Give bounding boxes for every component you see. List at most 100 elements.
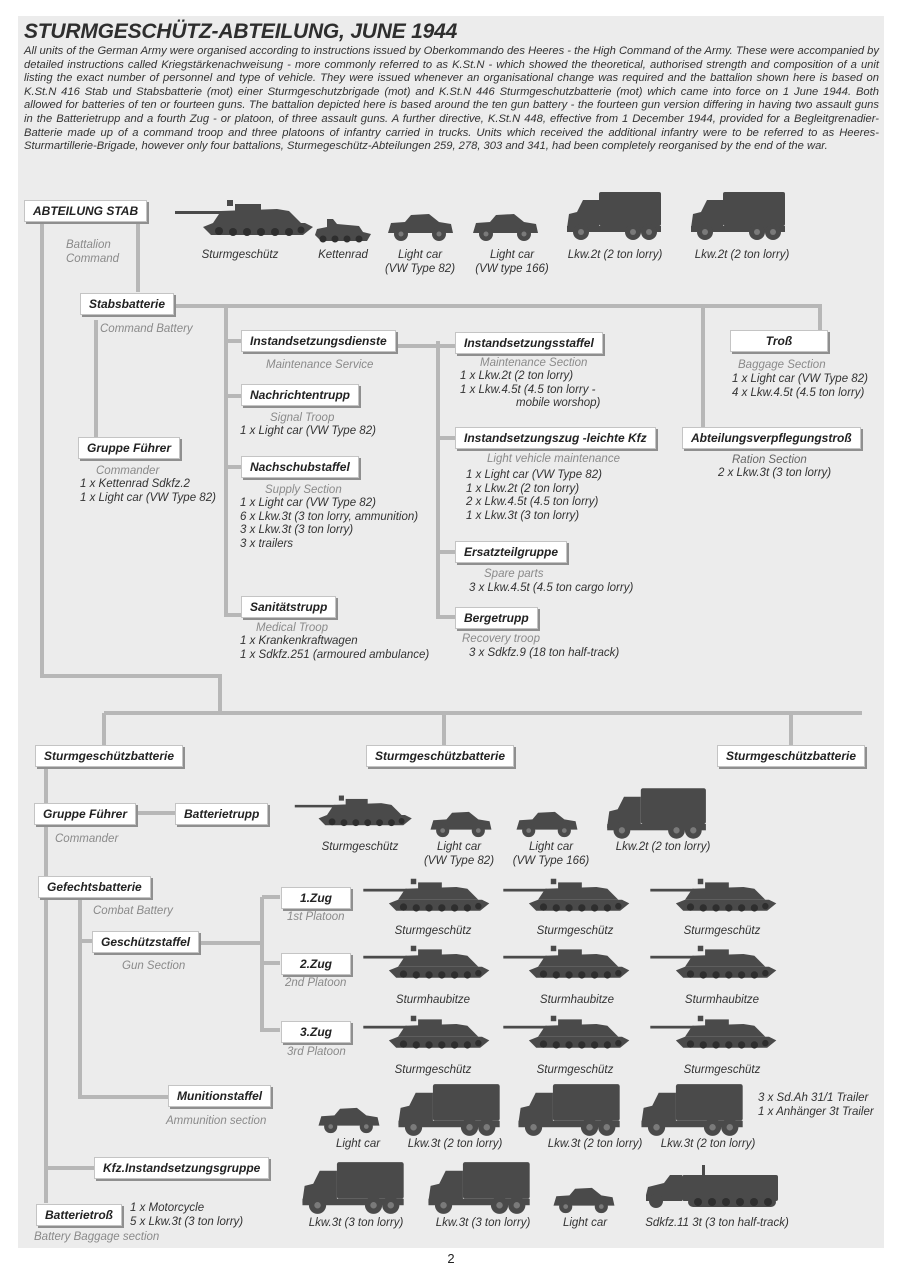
vehicle-caption: Sturmhaubitze (395, 994, 471, 1006)
unit-zug-1-subtitle: 1st Platoon (287, 911, 345, 923)
unit-nachschubstaffel[interactable]: Nachschubstaffel (241, 456, 359, 478)
vehicle-caption: Lkw.2t (2 ton lorry) (694, 249, 790, 261)
vehicle-caption: Sturmgeschütz (683, 1064, 761, 1076)
unit-zug-2[interactable]: 2.Zug (281, 953, 351, 975)
unit-tross-details: 1 x Light car (VW Type 82) 4 x Lkw.4.5t … (732, 373, 868, 399)
vehicle-caption: Light car(VW Type 166) (512, 841, 590, 867)
unit-instandsetzungszug-subtitle: Light vehicle maintenance (487, 453, 620, 465)
page-title: STURMGESCHÜTZ-ABTEILUNG, JUNE 1944 (24, 20, 458, 43)
vehicle-caption: Light car(VW Type 82) (384, 249, 456, 275)
unit-bergetrupp[interactable]: Bergetrupp (455, 607, 538, 629)
unit-sanitaetstrupp-subtitle: Medical Troop (256, 622, 329, 634)
stug-silhouette-icon (503, 1015, 630, 1049)
car-silhouette-icon (553, 1187, 615, 1214)
ketten-silhouette-icon (315, 219, 371, 243)
truck-silhouette-icon (641, 1084, 743, 1136)
vehicle-caption: Lkw.3t (2 ton lorry) (547, 1138, 643, 1150)
unit-ersatzteilgruppe-subtitle: Spare parts (484, 568, 544, 580)
unit-geschuetzstaffel[interactable]: Geschützstaffel (92, 931, 200, 953)
truck-silhouette-icon (607, 788, 706, 839)
vehicle-caption: Sturmgeschütz (394, 1064, 472, 1076)
unit-batterietrupp[interactable]: Batterietrupp (175, 803, 269, 825)
unit-instandsetzungszug[interactable]: Instandsetzungszug -leichte Kfz (455, 427, 656, 449)
vehicle-caption: Lkw.3t (3 ton lorry) (435, 1217, 531, 1229)
unit-batterietross-subtitle: Battery Baggage section (34, 1231, 160, 1243)
connector (40, 222, 222, 713)
unit-kfz-instandsetzungsgruppe[interactable]: Kfz.Instandsetzungsgruppe (94, 1157, 270, 1179)
stug-silhouette-icon (650, 878, 777, 912)
unit-sanitaetstrupp[interactable]: Sanitätstrupp (241, 596, 337, 618)
unit-nachrichtentrupp-subtitle: Signal Troop (270, 412, 335, 424)
unit-battery-gruppe-fuehrer[interactable]: Gruppe Führer (34, 803, 137, 825)
unit-batterietross[interactable]: Batterietroß (36, 1204, 123, 1226)
unit-verpflegungstross-subtitle: Ration Section (732, 454, 807, 466)
unit-nachschubstaffel-subtitle: Supply Section (265, 484, 342, 496)
unit-battery-gruppe-fuehrer-subtitle: Commander (55, 833, 119, 845)
unit-ersatzteilgruppe[interactable]: Ersatzteilgruppe (455, 541, 568, 563)
connector (224, 306, 242, 617)
unit-instandsetzungszug-details: 1 x Light car (VW Type 82) 1 x Lkw.2t (2… (466, 469, 602, 522)
unit-geschuetzstaffel-subtitle: Gun Section (122, 960, 186, 972)
unit-gruppe-fuehrer-subtitle: Commander (96, 465, 160, 477)
truck-silhouette-icon (302, 1162, 404, 1214)
unit-zug-1[interactable]: 1.Zug (281, 887, 351, 909)
vehicle-caption: Light car(VW Type 82) (423, 841, 495, 867)
unit-sturmgeschuetzbatterie-2[interactable]: Sturmgeschützbatterie (366, 745, 515, 767)
unit-instandsetzungsdienste-subtitle: Maintenance Service (266, 359, 374, 371)
stug-silhouette-icon (294, 795, 412, 827)
vehicle-caption: Light car (335, 1138, 381, 1150)
unit-nachschubstaffel-details: 1 x Light car (VW Type 82) 6 x Lkw.3t (3… (240, 497, 419, 550)
vehicle-caption: Light car(VW type 166) (475, 249, 549, 275)
vehicle-caption: Sturmhaubitze (539, 994, 615, 1006)
unit-instandsetzungsdienste[interactable]: Instandsetzungsdienste (241, 330, 396, 352)
truck-silhouette-icon (567, 192, 661, 240)
unit-zug-3[interactable]: 3.Zug (281, 1021, 351, 1043)
stug-silhouette-icon (363, 878, 490, 912)
unit-stabsbatterie[interactable]: Stabsbatterie (80, 293, 175, 315)
unit-instandsetzungsstaffel[interactable]: Instandsetzungsstaffel (455, 332, 603, 354)
unit-verpflegungstross-details: 2 x Lkw.3t (3 ton lorry) (718, 467, 832, 479)
car-silhouette-icon (516, 811, 578, 838)
unit-sturmgeschuetzbatterie-1[interactable]: Sturmgeschützbatterie (35, 745, 184, 767)
vehicle-caption: Light car (562, 1217, 608, 1229)
vehicle-caption: Sdkfz.11 3t (3 ton half-track) (645, 1217, 789, 1229)
unit-munitionsstaffel[interactable]: Munitionstaffel (168, 1085, 272, 1107)
connector (260, 897, 280, 1032)
stug-silhouette-icon (363, 1015, 490, 1049)
vehicle-caption: Sturmgeschütz (683, 925, 761, 937)
unit-zug-3-subtitle: 3rd Platoon (287, 1046, 346, 1058)
unit-ersatzteilgruppe-details: 3 x Lkw.4.5t (4.5 ton cargo lorry) (469, 582, 634, 594)
vehicle-caption: Kettenrad (318, 249, 368, 261)
vehicle-caption: Sturmgeschütz (321, 841, 399, 853)
vehicle-caption: Lkw.2t (2 ton lorry) (567, 249, 663, 261)
unit-verpflegungstross[interactable]: Abteilungsverpflegungstroß (682, 427, 861, 449)
stug-silhouette-icon (503, 878, 630, 912)
unit-munitionsstaffel-subtitle: Ammunition section (166, 1115, 267, 1127)
unit-gruppe-fuehrer-details: 1 x Kettenrad Sdkfz.2 1 x Light car (VW … (80, 478, 216, 504)
unit-gruppe-fuehrer[interactable]: Gruppe Führer (78, 437, 181, 459)
unit-gefechtsbatterie[interactable]: Gefechtsbatterie (38, 876, 151, 898)
stug-silhouette-icon (503, 945, 630, 979)
truck-silhouette-icon (518, 1084, 620, 1136)
vehicle-caption: Lkw.3t (2 ton lorry) (407, 1138, 503, 1150)
truck-silhouette-icon (428, 1162, 530, 1214)
truck-silhouette-icon (691, 192, 785, 240)
unit-nachrichtentrupp[interactable]: Nachrichtentrupp (241, 384, 360, 406)
unit-instandsetzungsstaffel-details: 1 x Lkw.2t (2 ton lorry) 1 x Lkw.4.5t (4… (460, 370, 601, 410)
unit-nachrichtentrupp-details: 1 x Light car (VW Type 82) (240, 425, 376, 437)
unit-munitionsstaffel-details: 3 x Sd.Ah 31/1 Trailer 1 x Anhänger 3t T… (758, 1092, 874, 1118)
vehicle-caption: Sturmhaubitze (684, 994, 760, 1006)
car-silhouette-icon (388, 214, 453, 241)
halftrack-silhouette-icon (646, 1165, 778, 1208)
vehicle-caption: Sturmgeschütz (394, 925, 472, 937)
unit-sturmgeschuetzbatterie-3[interactable]: Sturmgeschützbatterie (717, 745, 866, 767)
car-silhouette-icon (430, 811, 492, 838)
intro-paragraph: All units of the German Army were organi… (24, 45, 879, 153)
unit-tross[interactable]: Troß (730, 330, 828, 352)
connector (78, 899, 168, 1099)
unit-sanitaetstrupp-details: 1 x Krankenkraftwagen 1 x Sdkfz.251 (arm… (240, 635, 430, 661)
connector (436, 341, 456, 619)
unit-abteilung-stab[interactable]: ABTEILUNG STAB (24, 200, 148, 222)
